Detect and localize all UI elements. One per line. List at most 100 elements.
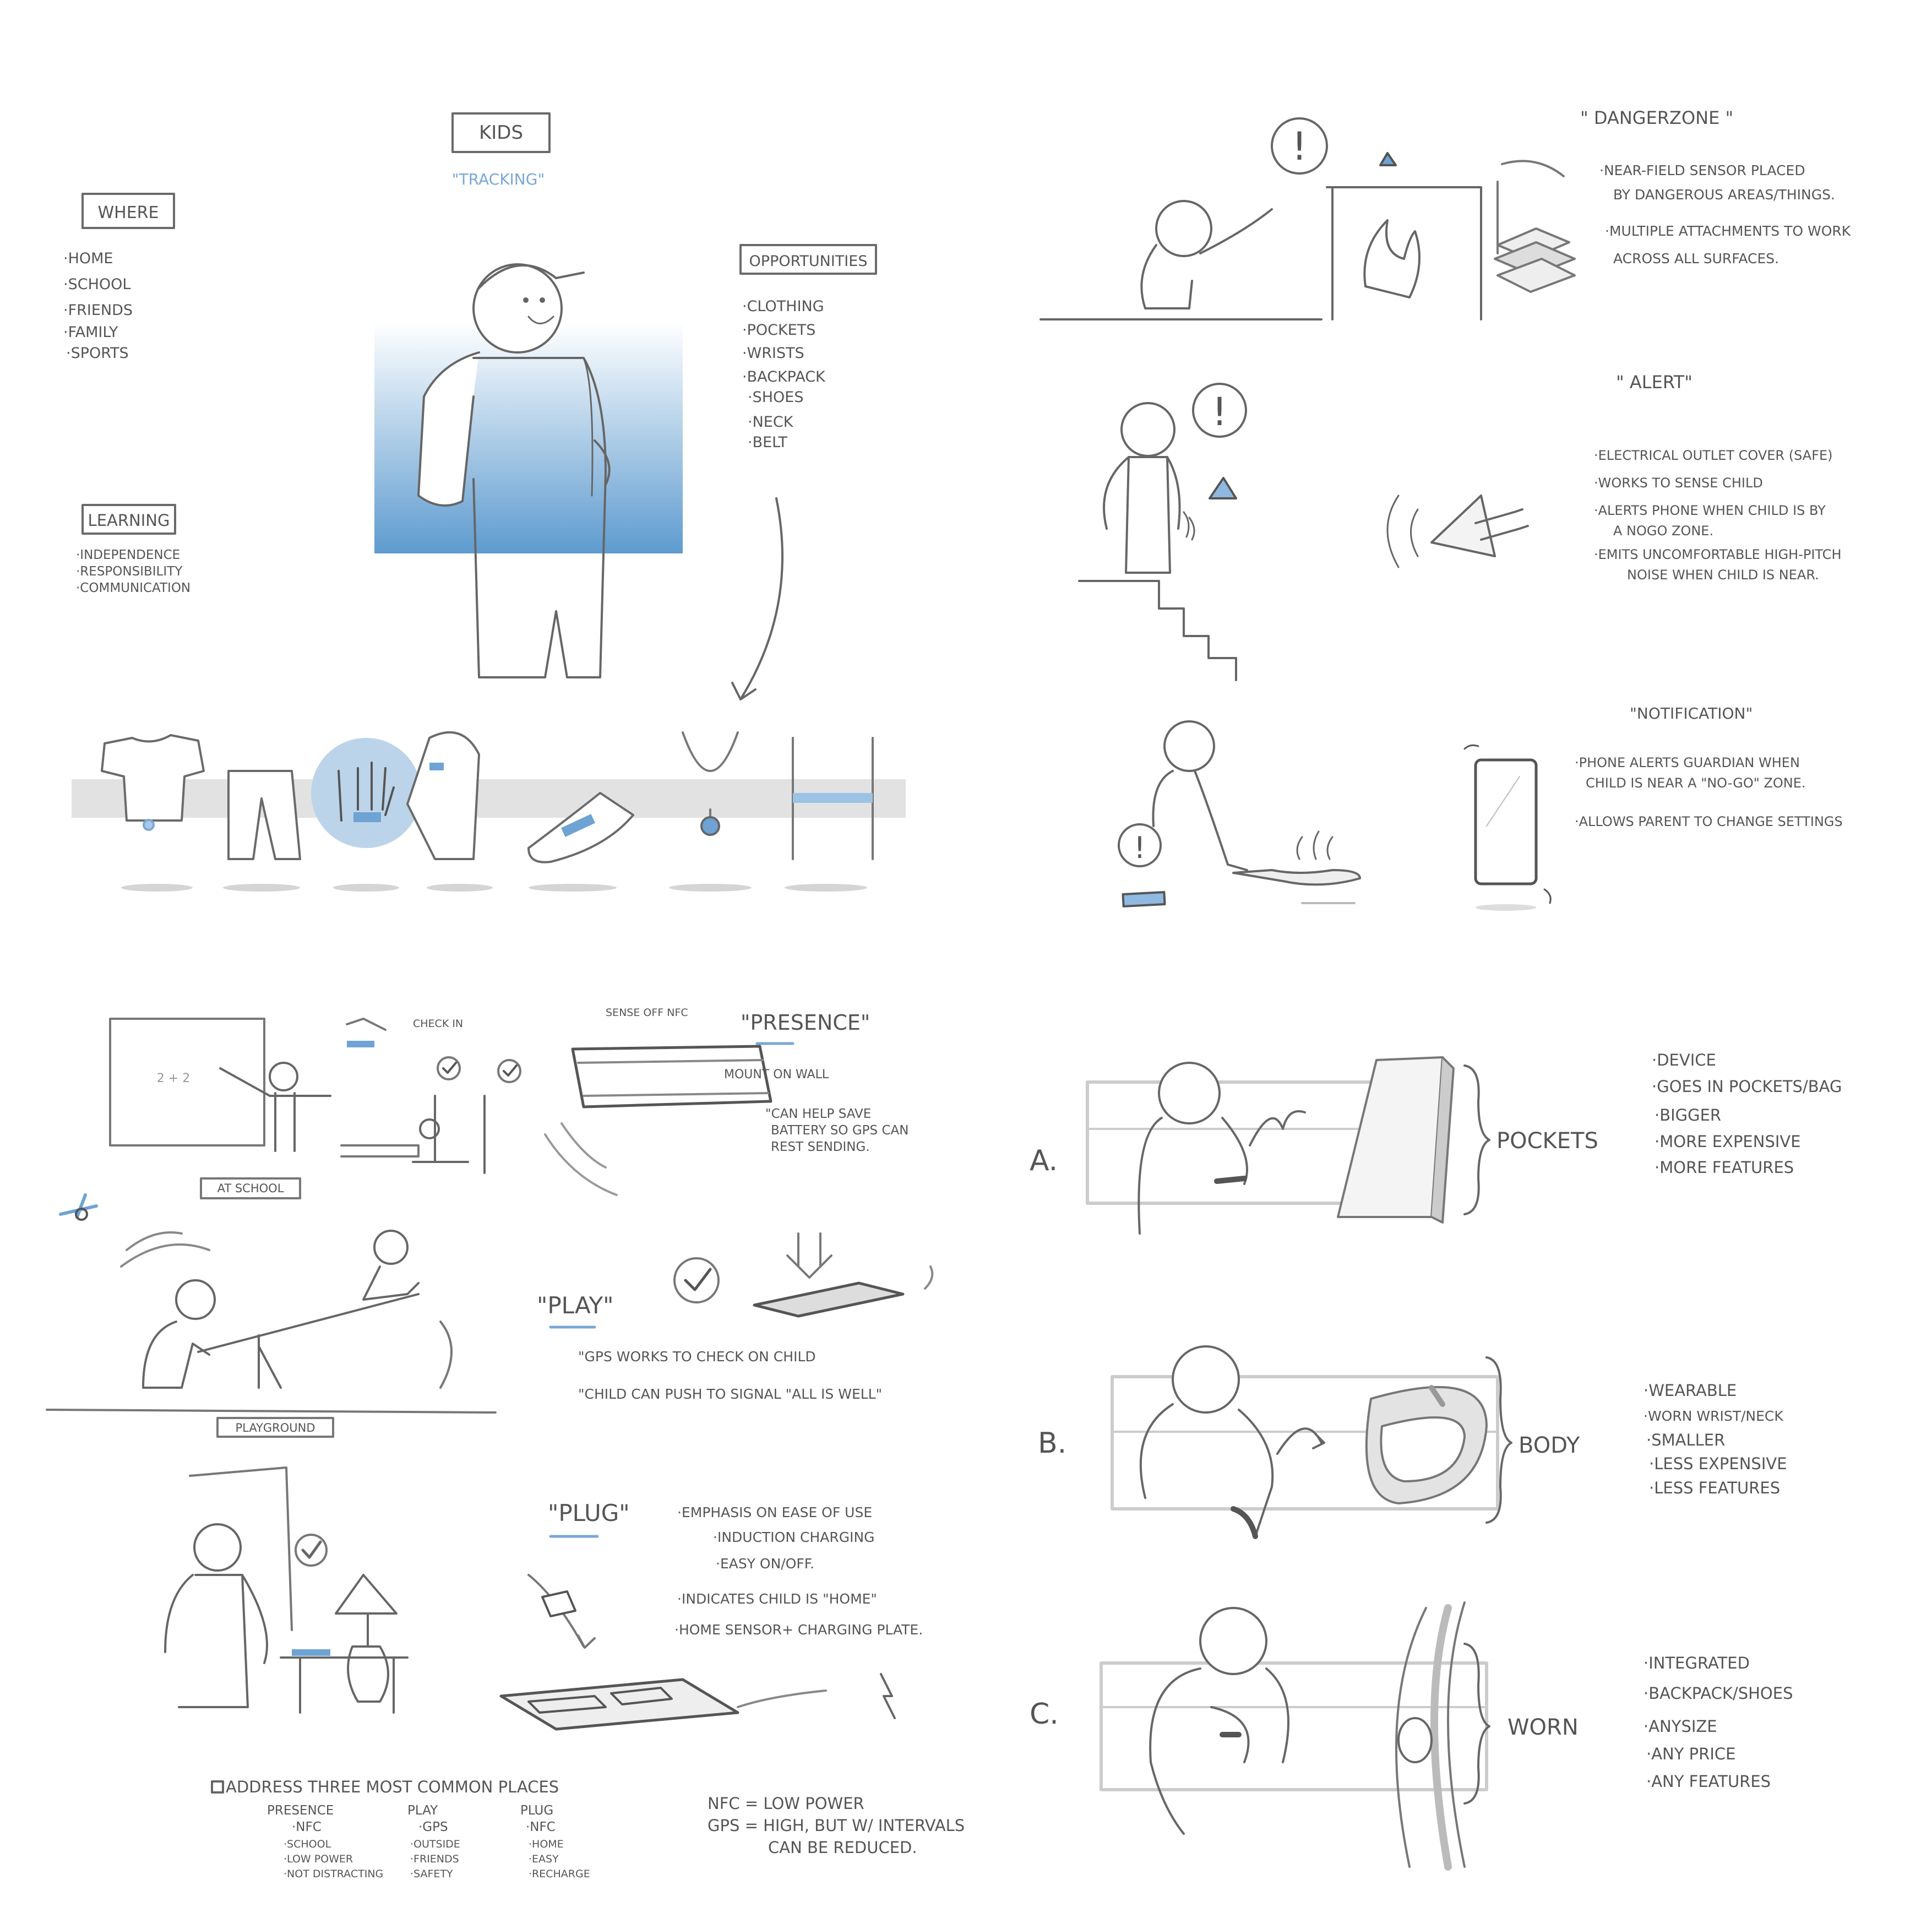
- presence-line: BATTERY SO GPS CAN: [771, 1123, 908, 1138]
- plug-line: ·INDUCTION CHARGING: [713, 1529, 875, 1545]
- learning-item: ·RESPONSIBILITY: [76, 564, 183, 579]
- option-feature: ·DEVICE: [1652, 1051, 1716, 1069]
- learning-item: ·COMMUNICATION: [76, 581, 191, 595]
- outlet-cover-sketch: [1386, 495, 1529, 568]
- check-in-label: CHECK IN: [413, 1018, 463, 1030]
- summary-column-item: ·OUTSIDE: [410, 1838, 460, 1850]
- option-label: POCKETS: [1496, 1128, 1598, 1154]
- opportunity-item: ·POCKETS: [742, 322, 815, 339]
- opportunity-item: ·BELT: [748, 434, 787, 451]
- option-letter: A.: [1030, 1144, 1058, 1177]
- where-list: ·HOME ·SCHOOL ·FRIENDS ·FAMILY ·SPORTS: [63, 250, 133, 362]
- places-panel: 2 + 2 CHECK IN AT SCHOOL: [46, 1007, 965, 1880]
- dangerzone-line: BY DANGEROUS AREAS/THINGS.: [1613, 187, 1835, 203]
- option-features: ·WEARABLE ·WORN WRIST/NECK ·SMALLER ·LES…: [1643, 1381, 1787, 1497]
- floor-sensor-pad: [1122, 891, 1166, 908]
- summary-checkbox[interactable]: [211, 1780, 224, 1794]
- option-feature: ·GOES IN POCKETS/BAG: [1652, 1077, 1842, 1096]
- option-feature: ·BACKPACK/SHOES: [1643, 1684, 1793, 1703]
- opportunities-title-box: [739, 244, 877, 275]
- standing-child-stairs-sketch: !: [1078, 383, 1247, 681]
- option-feature: ·SMALLER: [1646, 1431, 1725, 1449]
- alert-exclamation-icon: !: [1292, 124, 1307, 169]
- summary-column-item: ·NFC: [292, 1820, 322, 1834]
- summary-column-item: ·LOW POWER: [284, 1853, 353, 1865]
- learning-title: LEARNING: [88, 511, 170, 530]
- kids-panel: KIDS "TRACKING" WHERE ·HOME ·SCHOOL ·FRI…: [63, 112, 906, 892]
- summary-column-item: ·RECHARGE: [529, 1868, 590, 1880]
- option-feature: ·ANY PRICE: [1646, 1745, 1735, 1763]
- option-b-sketch: [1111, 1345, 1499, 1539]
- option-feature: ·WEARABLE: [1643, 1381, 1737, 1400]
- option-brace: [1485, 1356, 1512, 1524]
- notification-line: ·ALLOWS PARENT TO CHANGE SETTINGS: [1575, 814, 1843, 829]
- plug-line: ·EMPHASIS ON EASE OF USE: [677, 1504, 872, 1520]
- alert-exclamation-icon: !: [1134, 830, 1146, 865]
- kids-subtitle: "TRACKING": [452, 170, 545, 188]
- stacked-sensor-layers: [1494, 160, 1576, 293]
- learning-title-box: [81, 504, 176, 535]
- plug-line: ·INDICATES CHILD IS "HOME": [677, 1591, 877, 1607]
- teacher-students-sketch: [219, 1018, 521, 1174]
- opportunity-item: ·CLOTHING: [742, 298, 824, 315]
- summary-columns: PRESENCE ·NFC ·SCHOOL ·LOW POWER ·NOT DI…: [267, 1803, 590, 1880]
- accessories-strip: [72, 731, 906, 863]
- summary-notes: NFC = LOW POWER GPS = HIGH, BUT W/ INTER…: [708, 1794, 965, 1857]
- alert-line: ·WORKS TO SENSE CHILD: [1594, 475, 1763, 491]
- summary-title: ADDRESS THREE MOST COMMON PLACES: [226, 1778, 559, 1796]
- where-item: ·SPORTS: [66, 345, 129, 362]
- seesaw-kids-sketch: [46, 1193, 497, 1414]
- where-title-box: [81, 193, 175, 229]
- danger-panel: ! " DANGERZONE " ·NEAR-FIELD SENSOR PLAC…: [1040, 107, 1851, 911]
- at-school-label: AT SCHOOL: [217, 1182, 284, 1195]
- option-feature: ·ANY FEATURES: [1646, 1772, 1771, 1791]
- child-at-home-sketch: [164, 1466, 409, 1714]
- notification-line: CHILD IS NEAR A "NO-GO" ZONE.: [1586, 775, 1806, 791]
- notification-title: "NOTIFICATION": [1630, 704, 1753, 722]
- summary-column-item: ·HOME: [529, 1838, 564, 1850]
- plug-line: ·HOME SENSOR+ CHARGING PLATE.: [674, 1622, 923, 1638]
- playground-label-box: [216, 1417, 334, 1438]
- learning-item: ·INDEPENDENCE: [76, 548, 180, 562]
- notification-notes: ·PHONE ALERTS GUARDIAN WHEN CHILD IS NEA…: [1575, 755, 1843, 829]
- chalkboard-text: 2 + 2: [157, 1072, 190, 1085]
- sensor-triangle-icon: [1209, 477, 1237, 499]
- sense-off-label: SENSE OFF NFC: [606, 1007, 688, 1019]
- play-title: "PLAY": [537, 1292, 613, 1319]
- where-title: WHERE: [98, 203, 159, 222]
- opportunity-item: ·SHOES: [748, 389, 803, 406]
- where-item: ·HOME: [63, 250, 113, 267]
- play-line: "CHILD CAN PUSH TO SIGNAL "ALL IS WELL": [578, 1386, 882, 1402]
- play-button-device-sketch: [673, 1232, 934, 1318]
- alert-notes: ·ELECTRICAL OUTLET COVER (SAFE) ·WORKS T…: [1594, 448, 1841, 583]
- opportunities-title: OPPORTUNITIES: [749, 253, 868, 270]
- alert-title: " ALERT": [1616, 372, 1692, 393]
- plug-notes: ·EMPHASIS ON EASE OF USE ·INDUCTION CHAR…: [674, 1504, 923, 1638]
- accessory-shadows: [121, 884, 867, 892]
- presence-line: REST SENDING.: [771, 1140, 870, 1154]
- plug-line: ·EASY ON/OFF.: [716, 1556, 814, 1572]
- presence-line: "CAN HELP SAVE: [765, 1107, 871, 1121]
- option-label: WORN: [1507, 1715, 1579, 1740]
- alert-line: NOISE WHEN CHILD IS NEAR.: [1627, 567, 1819, 583]
- summary-column-item: ·GPS: [418, 1820, 448, 1834]
- option-feature: ·LESS EXPENSIVE: [1649, 1454, 1787, 1473]
- option-feature: ·INTEGRATED: [1643, 1654, 1750, 1672]
- dangerzone-line: ACROSS ALL SURFACES.: [1613, 251, 1779, 267]
- option-feature: ·MORE FEATURES: [1655, 1158, 1794, 1177]
- alert-line: A NOGO ZONE.: [1613, 523, 1713, 539]
- learning-list: ·INDEPENDENCE ·RESPONSIBILITY ·COMMUNICA…: [76, 548, 191, 595]
- opportunity-item: ·NECK: [748, 414, 794, 431]
- child-near-stove-sketch: !: [1118, 720, 1361, 904]
- where-item: ·FAMILY: [63, 324, 118, 341]
- option-a-sketch: [1086, 1056, 1455, 1235]
- sensor-triangle-icon: [1379, 152, 1397, 166]
- mount-label: MOUNT ON WALL: [724, 1068, 829, 1082]
- option-letter: C.: [1030, 1698, 1059, 1731]
- summary-column-item: ·NFC: [526, 1820, 556, 1834]
- opportunity-item: ·WRISTS: [742, 345, 804, 362]
- where-item: ·SCHOOL: [63, 276, 130, 293]
- kid-with-backpack-sketch: [417, 263, 611, 678]
- crawling-child-sketch: !: [1040, 117, 1482, 320]
